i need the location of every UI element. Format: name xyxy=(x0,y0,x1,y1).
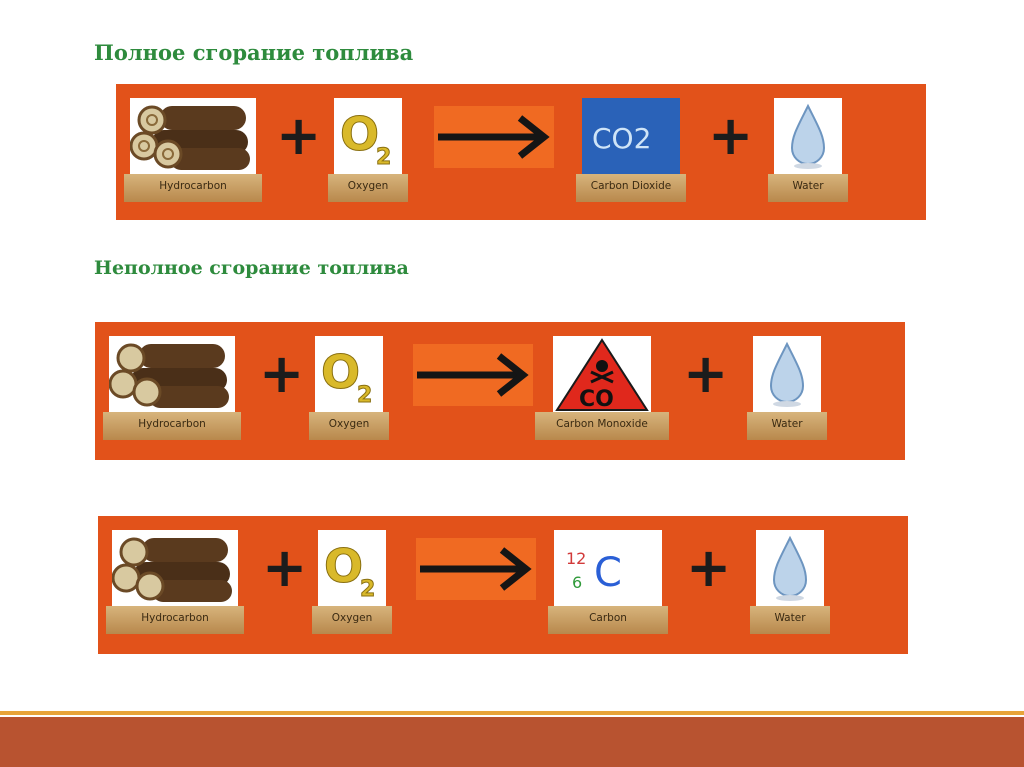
water-drop-icon xyxy=(774,98,842,174)
oxygen-label: Oxygen xyxy=(309,418,389,430)
water-card: Water xyxy=(747,332,827,440)
arrow-right-icon xyxy=(416,538,536,600)
oxygen-subscript: 2 xyxy=(376,145,391,170)
oxygen-symbol: O xyxy=(340,107,379,161)
logs-icon xyxy=(109,336,235,412)
arrow-right-icon xyxy=(434,106,554,168)
hydrocarbon-card: Hydrocarbon xyxy=(106,526,244,634)
carbon-symbol: C xyxy=(594,550,622,596)
carbon-isotope-icon: 12 6 C xyxy=(554,530,662,606)
plus-sign: + xyxy=(259,354,304,394)
reaction-arrow xyxy=(413,344,533,406)
hydrocarbon-card: Hydrocarbon xyxy=(124,94,262,202)
water-drop-icon xyxy=(753,336,821,412)
atomic-number: 6 xyxy=(572,573,582,592)
hydrocarbon-label: Hydrocarbon xyxy=(124,180,262,192)
co-formula: CO xyxy=(579,387,614,412)
arrow-right-icon xyxy=(413,344,533,406)
equation-complete-combustion: Hydrocarbon + O 2 Oxygen CO2 Carbon Diox… xyxy=(116,84,926,220)
heading-incomplete-combustion: Неполное сгорание топлива xyxy=(94,257,409,279)
oxygen-subscript: 2 xyxy=(357,383,372,408)
carbon-label: Carbon xyxy=(548,612,668,624)
oxygen-label: Oxygen xyxy=(312,612,392,624)
water-label: Water xyxy=(768,180,848,192)
plus-sign: + xyxy=(686,548,731,588)
slide-footer xyxy=(0,717,1024,767)
oxygen-molecule-icon: O 2 xyxy=(334,98,402,174)
plus-sign: + xyxy=(276,116,321,156)
oxygen-card: O 2 Oxygen xyxy=(328,94,408,202)
water-label: Water xyxy=(747,418,827,430)
footer-accent-line xyxy=(0,711,1024,715)
reaction-arrow xyxy=(416,538,536,600)
logs-icon xyxy=(130,98,256,174)
oxygen-subscript: 2 xyxy=(360,577,375,602)
plus-sign: + xyxy=(262,548,307,588)
hydrocarbon-label: Hydrocarbon xyxy=(103,418,241,430)
carbon-card: 12 6 C Carbon xyxy=(548,526,668,634)
carbon-dioxide-label: Carbon Dioxide xyxy=(576,180,686,192)
oxygen-card: O 2 Oxygen xyxy=(312,526,392,634)
equation-incomplete-carbon-monoxide: Hydrocarbon + O 2 Oxygen CO Ca xyxy=(95,322,905,460)
co2-formula: CO2 xyxy=(592,122,651,155)
hazard-triangle-icon: CO xyxy=(553,336,651,412)
hydrocarbon-card: Hydrocarbon xyxy=(103,332,241,440)
reaction-arrow xyxy=(434,106,554,168)
oxygen-symbol: O xyxy=(324,539,363,593)
oxygen-symbol: O xyxy=(321,345,360,399)
plus-sign: + xyxy=(708,116,753,156)
carbon-monoxide-card: CO Carbon Monoxide xyxy=(535,332,669,440)
carbon-dioxide-card: CO2 Carbon Dioxide xyxy=(576,94,686,202)
oxygen-card: O 2 Oxygen xyxy=(309,332,389,440)
water-card: Water xyxy=(768,94,848,202)
water-drop-icon xyxy=(756,530,824,606)
water-card: Water xyxy=(750,526,830,634)
equation-incomplete-carbon: Hydrocarbon + O 2 Oxygen 12 6 C Carbon + xyxy=(98,516,908,654)
oxygen-molecule-icon: O 2 xyxy=(318,530,386,606)
oxygen-label: Oxygen xyxy=(328,180,408,192)
carbon-monoxide-label: Carbon Monoxide xyxy=(535,418,669,430)
heading-complete-combustion: Полное сгорание топлива xyxy=(94,40,413,65)
co2-icon: CO2 xyxy=(582,98,680,174)
plus-sign: + xyxy=(683,354,728,394)
water-label: Water xyxy=(750,612,830,624)
oxygen-molecule-icon: O 2 xyxy=(315,336,383,412)
logs-icon xyxy=(112,530,238,606)
mass-number: 12 xyxy=(566,549,586,568)
hydrocarbon-label: Hydrocarbon xyxy=(106,612,244,624)
